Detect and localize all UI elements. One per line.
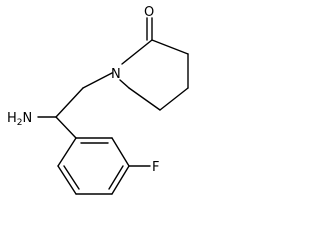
bonds [37, 17, 189, 195]
bond-c2-c3 [151, 39, 189, 55]
bond-n-ch2 [82, 72, 113, 89]
bond-ch2-ch [55, 87, 84, 118]
bond-ar2-ar3 [111, 137, 130, 167]
amine-label: H2N [7, 111, 32, 128]
bond-ch-aryl [55, 116, 77, 139]
bond-ar5-ar6 [57, 165, 77, 195]
bond-c4-c5 [159, 87, 189, 111]
bond-ar6-ar1 [57, 137, 77, 167]
bond-ar-inner-2 [108, 165, 124, 190]
bond-n-c2 [121, 39, 153, 65]
bond-ar3-ar4 [111, 165, 130, 195]
atom-labels: O N H2N F [7, 5, 159, 175]
oxygen-label: O [144, 5, 154, 20]
bond-ar-inner-3 [63, 165, 80, 190]
bond-c5-c6 [128, 87, 161, 111]
bond-c6-n [119, 79, 130, 89]
molecule-diagram: O N H2N F [7, 5, 189, 195]
fluorine-label: F [152, 160, 159, 175]
nitrogen-label: N [111, 67, 121, 82]
